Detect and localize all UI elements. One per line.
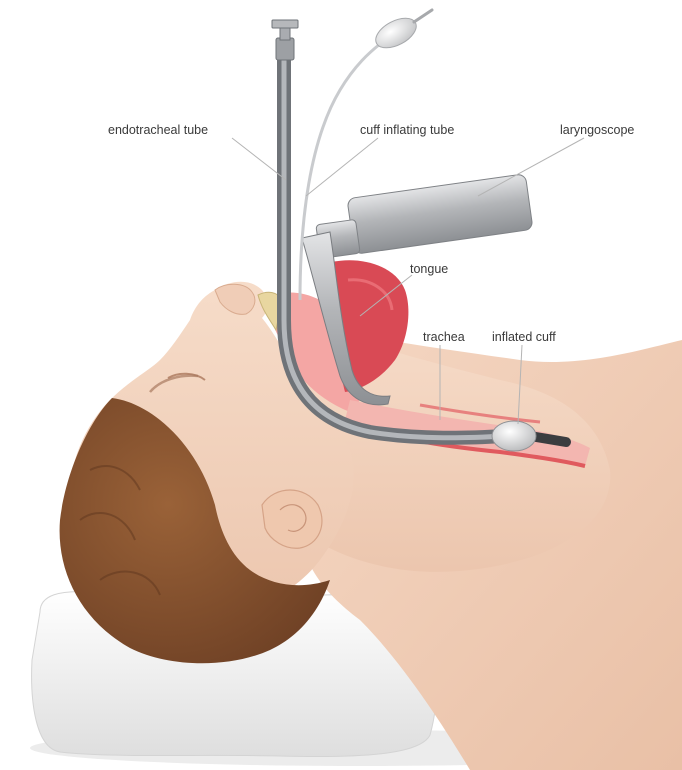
label-endotracheal-tube: endotracheal tube: [108, 124, 208, 137]
pilot-valve: [414, 10, 432, 22]
label-laryngoscope: laryngoscope: [560, 124, 634, 137]
pilot-balloon: [371, 12, 421, 54]
label-cuff-inflating-tube: cuff inflating tube: [360, 124, 454, 137]
label-trachea: trachea: [423, 331, 465, 344]
leader-laryngoscope: [478, 138, 584, 196]
inflated-cuff: [492, 421, 536, 451]
tube-connector-cap: [272, 20, 298, 28]
label-tongue: tongue: [410, 263, 448, 276]
tube-connector: [276, 38, 294, 60]
label-inflated-cuff: inflated cuff: [492, 331, 556, 344]
tube-connector-neck: [280, 28, 290, 40]
laryngoscope-handle: [347, 174, 533, 255]
